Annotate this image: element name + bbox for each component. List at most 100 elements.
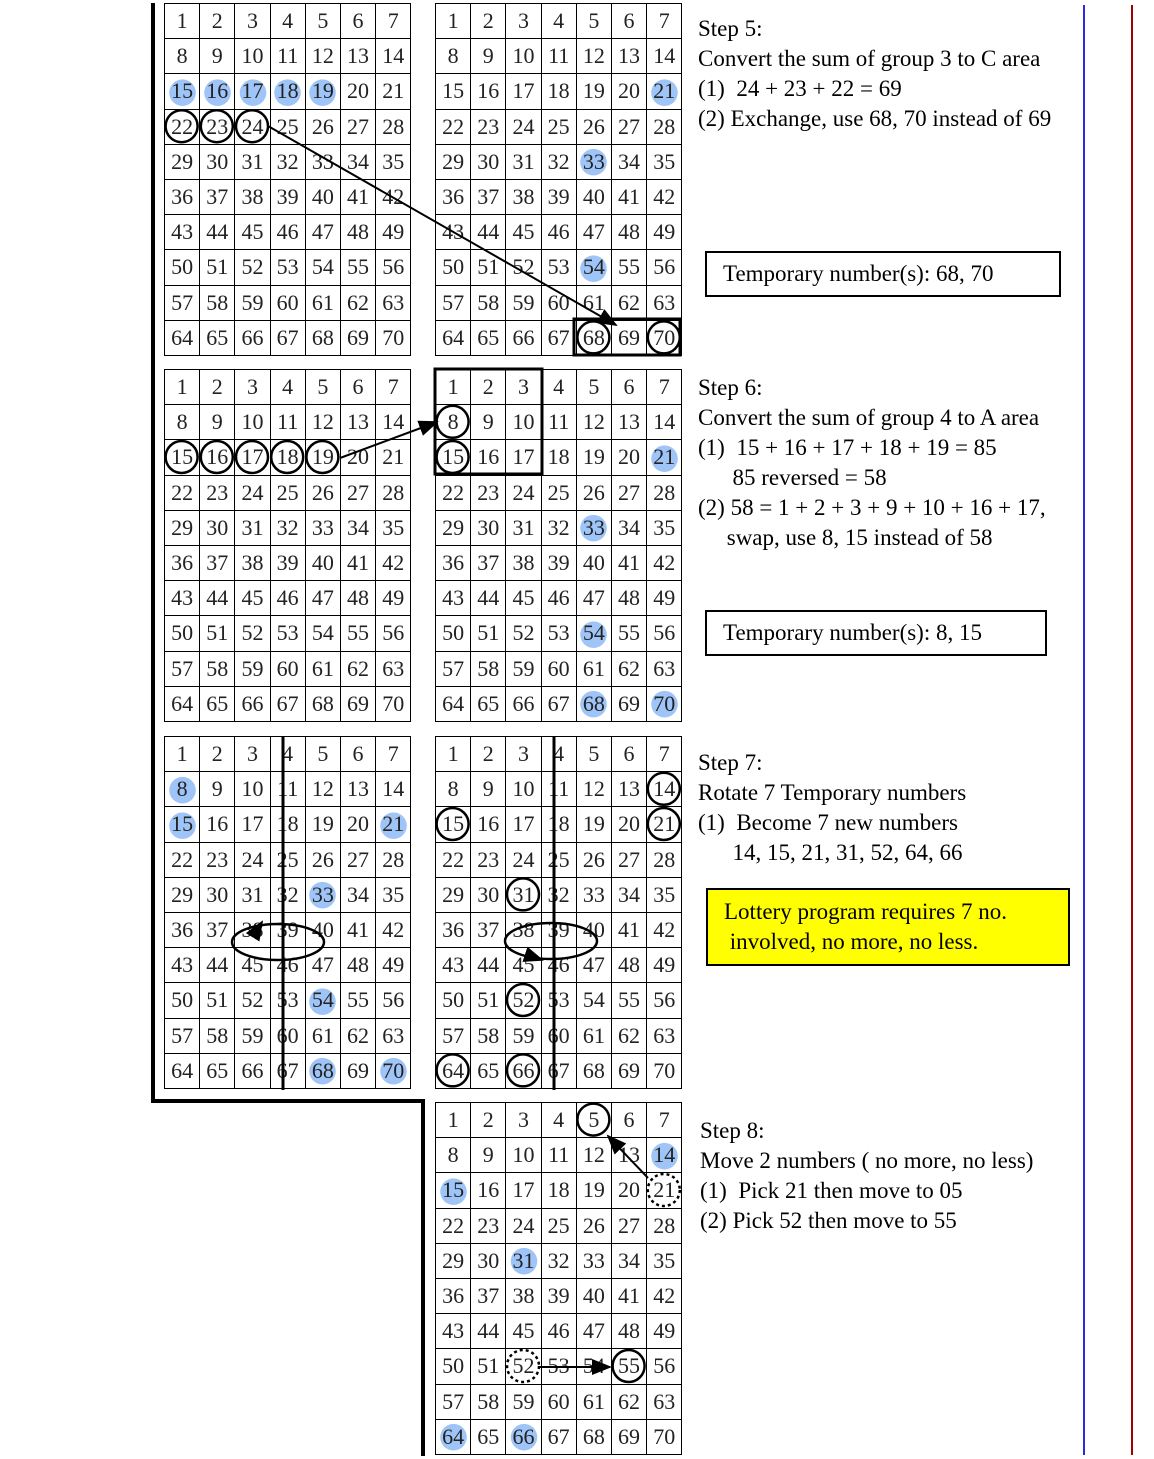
grid-cell: 21 [375, 439, 412, 476]
grid-cell: 14 [375, 404, 412, 441]
grid-cell: 37 [199, 911, 236, 949]
grid-cell: 47 [304, 947, 341, 984]
grid-cell: 56 [646, 249, 683, 286]
grid-cell: 68 [304, 319, 341, 356]
grid-cell: 11 [269, 38, 306, 75]
step5-text: Step 5: Convert the sum of group 3 to C … [698, 14, 1051, 134]
grid-cell: 5 [304, 2, 341, 40]
rotation-ellipse [503, 921, 599, 961]
grid-cell: 18 [540, 806, 577, 843]
grid-cell: 23 [199, 841, 236, 878]
grid-cell: 61 [575, 650, 612, 687]
grid-cell: 11 [540, 404, 577, 441]
grid-cell: 70 [646, 1052, 683, 1089]
grid-cell: 49 [375, 214, 412, 251]
grid-cell: 61 [575, 1017, 612, 1054]
grid-cell: 22 [434, 841, 472, 878]
grid-cell: 45 [505, 580, 542, 617]
grid-cell: 61 [304, 284, 341, 321]
grid-cell: 29 [163, 876, 201, 913]
grid-cell: 1 [163, 2, 201, 40]
grid-cell: 27 [610, 841, 648, 878]
step8-line: (1) Pick 21 then move to 05 [700, 1178, 963, 1203]
grid-cell: 52 [234, 982, 271, 1019]
grid-cell: 54 [575, 982, 612, 1019]
grid-cell: 35 [646, 509, 683, 546]
grid-cell: 64 [163, 685, 201, 722]
grid-cell: 36 [163, 544, 201, 582]
grid-cell: 46 [540, 1313, 577, 1350]
grid-cell: 18 [540, 1172, 577, 1209]
grid-cell: 27 [339, 108, 377, 145]
grid-cell: 19 [575, 439, 612, 476]
grid-cell: 58 [470, 650, 507, 687]
grid-cell: 18 [540, 439, 577, 476]
grid-cell: 12 [304, 771, 341, 808]
grid-cell: 14 [375, 38, 412, 75]
grid-cell: 34 [339, 509, 377, 546]
grid-cell: 3 [505, 735, 542, 773]
dotted-circle [646, 1172, 682, 1208]
grid-cell: 7 [375, 368, 412, 406]
grid-cell: 44 [470, 947, 507, 984]
grid-cell: 69 [339, 685, 377, 722]
grid-cell: 20 [339, 73, 377, 110]
grid-cell: 45 [505, 214, 542, 251]
grid-cell: 65 [199, 319, 236, 356]
grid-cell: 57 [434, 650, 472, 687]
grid-cell: 8 [434, 1137, 472, 1174]
move-arrow [267, 125, 618, 326]
step7-line: Rotate 7 Temporary numbers [698, 780, 967, 805]
grid-cell: 43 [163, 947, 201, 984]
move-arrow [339, 420, 439, 459]
grid-cell: 10 [234, 38, 271, 75]
grid-cell: 37 [199, 544, 236, 582]
grid-cell: 35 [375, 143, 412, 180]
grid-cell: 70 [375, 319, 412, 356]
grid-cell: 37 [199, 178, 236, 216]
grid-cell: 48 [339, 947, 377, 984]
grid-cell: 30 [470, 509, 507, 546]
grid-cell: 10 [505, 1137, 542, 1174]
grid-cell: 33 [304, 876, 341, 913]
grid-cell: 43 [434, 580, 472, 617]
grid-cell: 69 [610, 319, 648, 356]
grid-cell: 7 [646, 1101, 683, 1139]
grid-cell: 55 [339, 615, 377, 652]
grid-cell: 10 [505, 771, 542, 808]
grid-cell: 59 [505, 1017, 542, 1054]
grid-cell: 47 [304, 214, 341, 251]
grid-cell: 46 [540, 214, 577, 251]
grid-cell: 56 [375, 615, 412, 652]
step6-line: swap, use 8, 15 instead of 58 [698, 525, 993, 550]
step5-title: Step 5: [698, 16, 763, 41]
step5-line: (1) 24 + 23 + 22 = 69 [698, 76, 902, 101]
grid-cell: 33 [575, 876, 612, 913]
grid-cell: 5 [304, 735, 341, 773]
grid-cell: 6 [339, 2, 377, 40]
grid-cell: 25 [269, 108, 306, 145]
grid-cell: 16 [470, 73, 507, 110]
grid-cell: 67 [540, 685, 577, 722]
step8-text: Step 8: Move 2 numbers ( no more, no les… [700, 1116, 1033, 1236]
number-circle [164, 108, 199, 144]
grid-cell: 19 [575, 1172, 612, 1209]
